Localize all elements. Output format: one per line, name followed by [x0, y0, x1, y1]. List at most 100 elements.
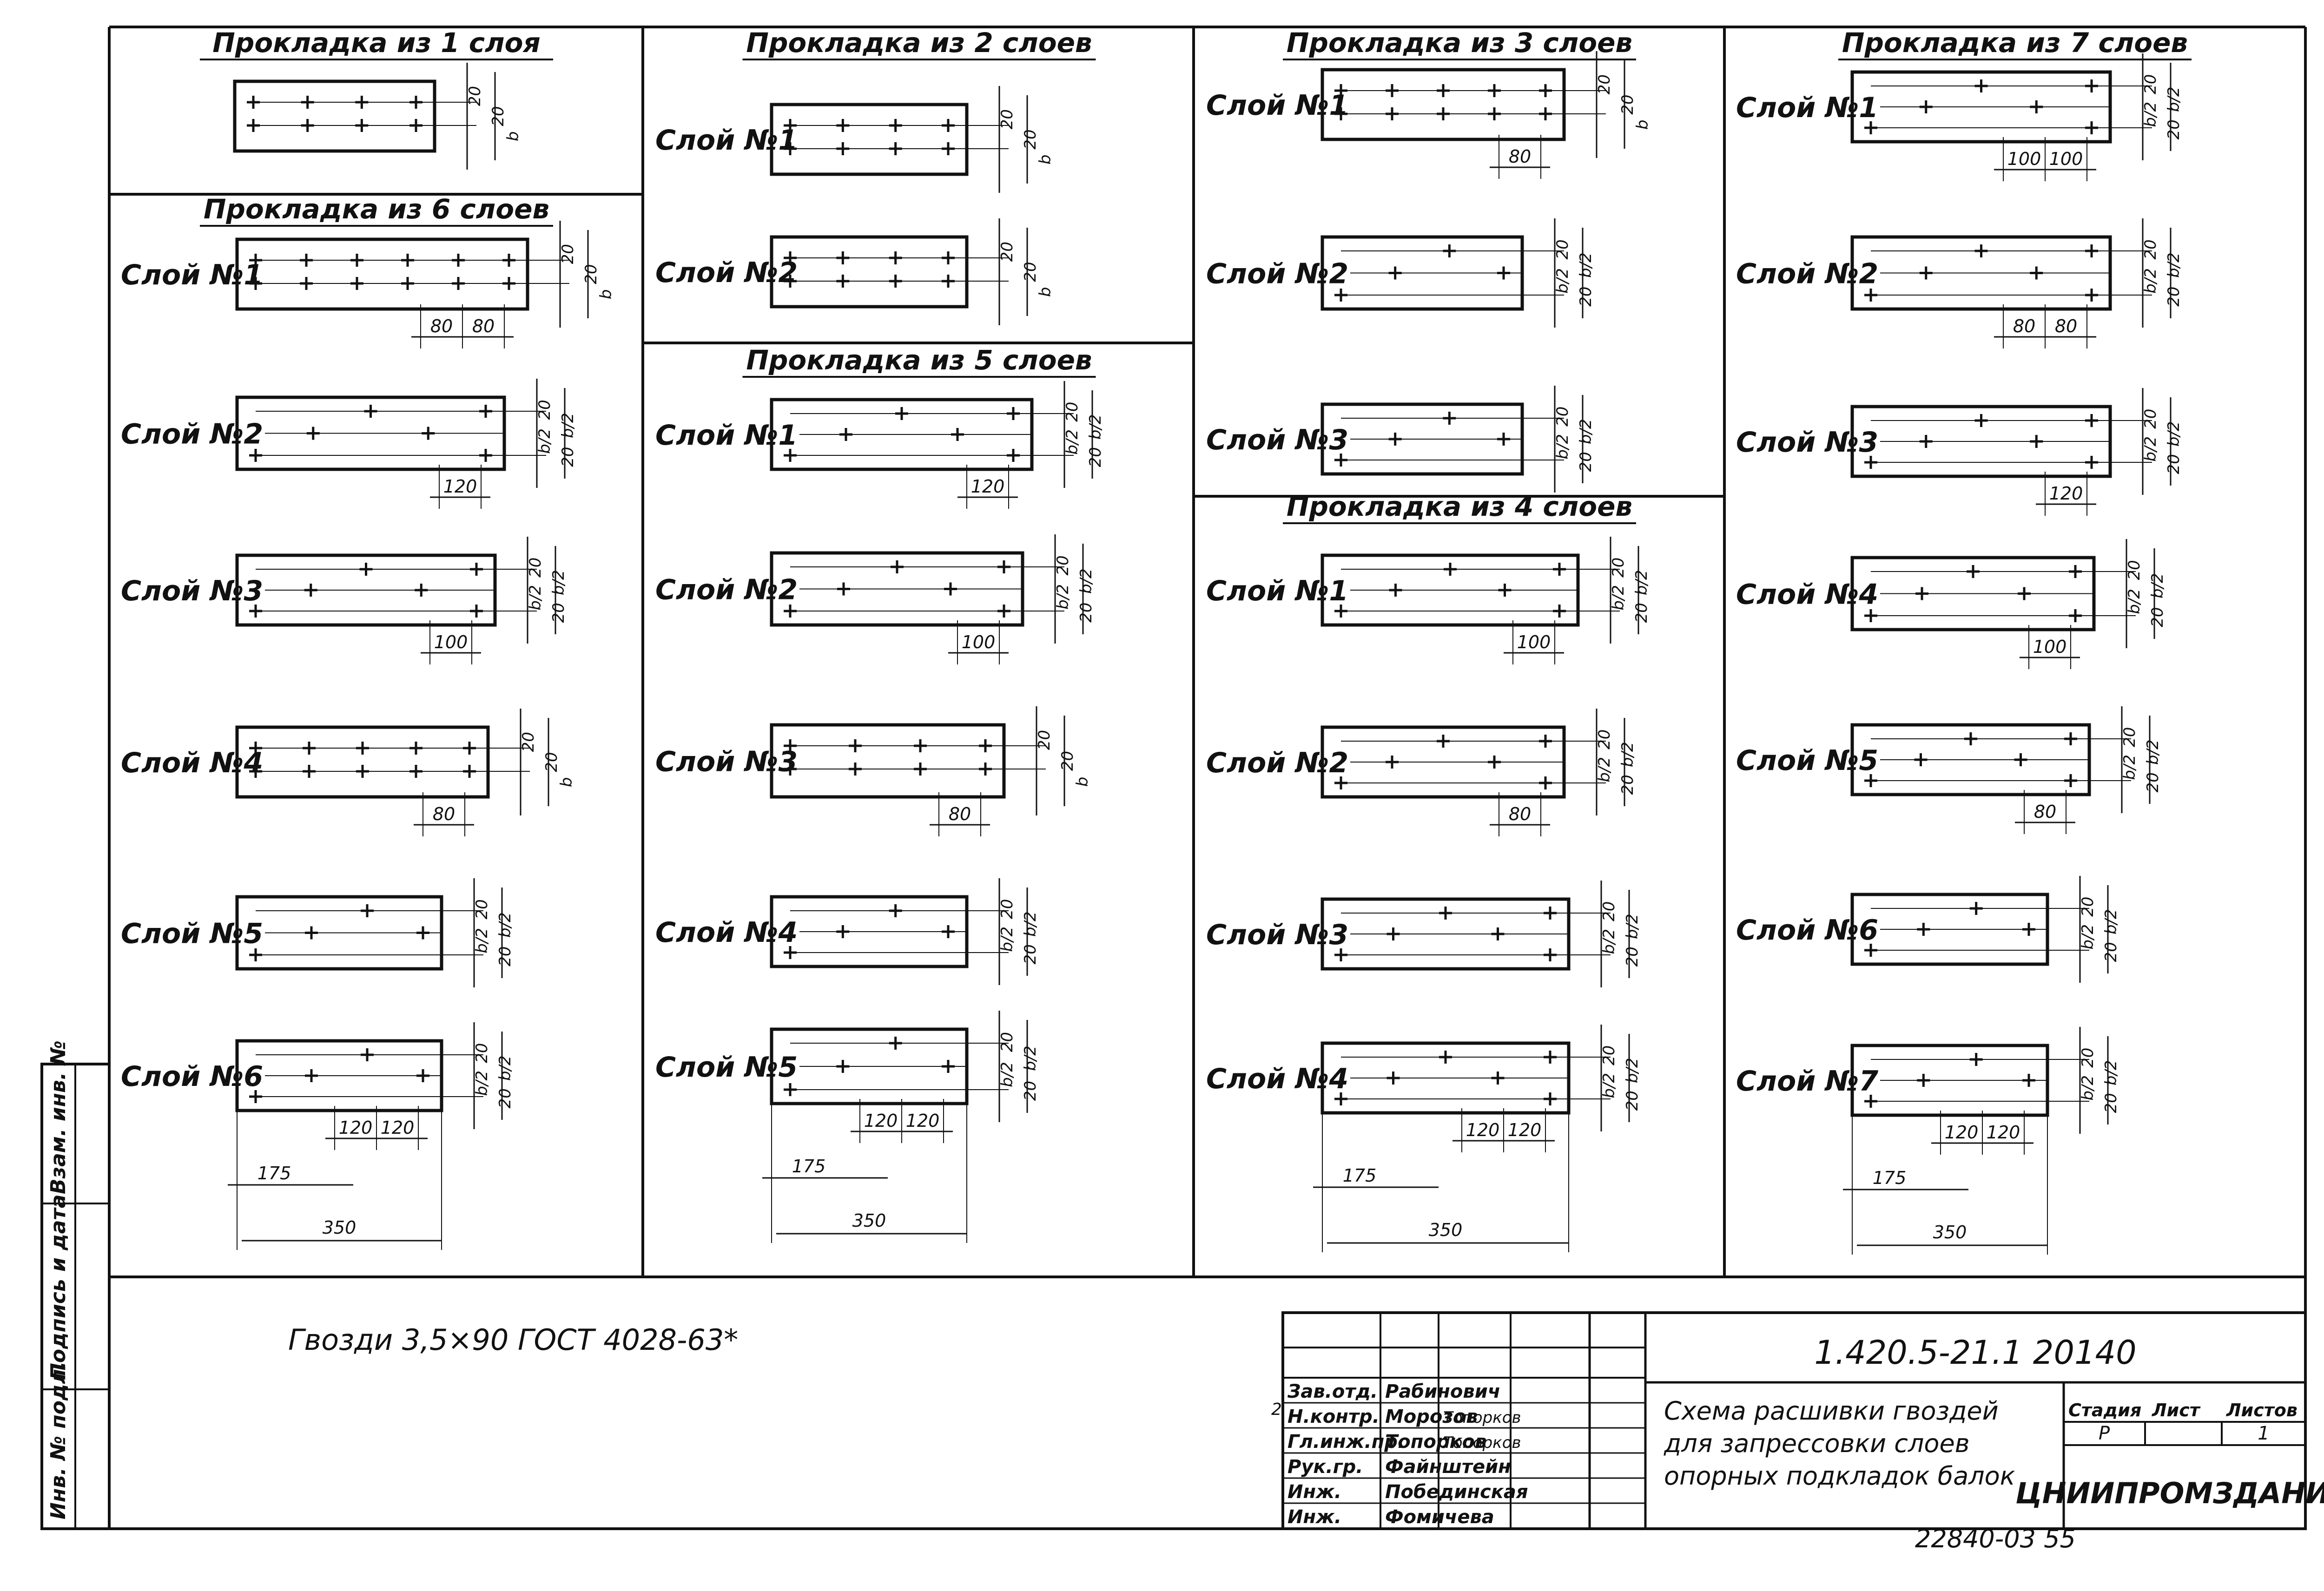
- dimension-value: b/2: [1021, 1045, 1040, 1071]
- nail-mark: [849, 763, 862, 776]
- nail-mark: [350, 254, 363, 267]
- nail-mark: [784, 119, 797, 132]
- nail-mark: [1969, 902, 1983, 915]
- drawing-frame: [108, 26, 2307, 1530]
- dimension-value: b: [557, 777, 576, 788]
- dimension-value: 20: [496, 946, 515, 966]
- dimension-value: b/2: [1609, 585, 1628, 611]
- nail-mark: [839, 428, 852, 441]
- nail-mark: [1864, 609, 1877, 622]
- nail-mark: [502, 254, 515, 267]
- nail-mark: [1488, 84, 1501, 97]
- dimension-value: 20: [1595, 730, 1614, 749]
- drawing-title-line: для запрессовки слоев: [1664, 1429, 1970, 1458]
- dimension-value: b/2: [1054, 584, 1072, 610]
- signer-name: Фомичева: [1385, 1506, 1494, 1528]
- dimension-value: b: [597, 289, 615, 300]
- dimension-value: b/2: [2102, 1060, 2120, 1085]
- nail-mark: [1967, 565, 1980, 578]
- nail-mark: [2022, 923, 2035, 936]
- dimension-value: 80: [472, 316, 495, 336]
- nail-mark: [2085, 289, 2098, 302]
- board-outline: [235, 237, 529, 311]
- dimension-value: b/2: [1600, 929, 1618, 954]
- dimension-value: 20: [1035, 730, 1054, 750]
- dimension-value: b/2: [2141, 268, 2160, 294]
- board-outline: [770, 235, 969, 309]
- layer-label: Слой №4: [121, 747, 263, 779]
- dimension-value: 120: [906, 1111, 940, 1131]
- nail-mark: [463, 765, 476, 778]
- nail-mark: [305, 926, 318, 940]
- dimension-value: b: [1036, 155, 1055, 165]
- dimension-value: b/2: [1553, 268, 1572, 294]
- nail-mark: [1386, 84, 1399, 97]
- dimension-value: 20: [2120, 727, 2139, 747]
- nail-mark: [1334, 948, 1347, 961]
- dimension-value: 175: [1343, 1165, 1377, 1186]
- layer-label: Слой №2: [655, 574, 798, 606]
- dimension-value: 20: [2102, 942, 2120, 962]
- nail-mark: [409, 742, 423, 755]
- layer-label: Слой №5: [121, 918, 263, 950]
- dimension-value: 20: [1021, 262, 1040, 282]
- nail-mark: [836, 925, 850, 938]
- dimension-value: 20: [998, 1032, 1017, 1052]
- nail-mark: [784, 251, 797, 264]
- nail-mark: [303, 765, 316, 778]
- dimension-value: 20: [2125, 560, 2144, 580]
- dimension-value: b/2: [1623, 914, 1642, 939]
- nail-mark: [249, 605, 262, 618]
- nail-mark: [2069, 565, 2082, 578]
- dimension-value: 120: [339, 1118, 373, 1138]
- dimension-value: 80: [1509, 804, 1531, 824]
- nail-mark: [249, 449, 262, 462]
- nail-mark: [355, 96, 369, 109]
- nail-mark: [301, 119, 314, 132]
- dimension-value: 20: [1086, 447, 1105, 467]
- section-title: Прокладка из 6 слоев: [204, 193, 549, 225]
- dimension-value: b/2: [2102, 909, 2120, 934]
- stage-value: Р: [2099, 1423, 2110, 1444]
- dimension-value: b/2: [1086, 414, 1105, 440]
- nail-mark: [914, 763, 927, 776]
- nail-mark: [416, 1069, 429, 1082]
- nail-mark: [891, 560, 904, 573]
- dimension-value: b/2: [1021, 911, 1040, 937]
- nail-mark: [350, 277, 363, 290]
- nail-mark: [942, 925, 955, 938]
- nail-mark: [2014, 753, 2027, 766]
- dimension-value: 120: [2049, 483, 2083, 504]
- dimension-value: 20: [559, 447, 577, 467]
- nail-mark: [1917, 923, 1930, 936]
- nail-mark: [979, 739, 992, 752]
- dimension-value: 80: [2055, 316, 2077, 336]
- nail-mark: [356, 742, 369, 755]
- dimension-value: 175: [1873, 1168, 1907, 1188]
- dimension-value: b/2: [2079, 924, 2097, 950]
- dimension-value: 20: [1553, 407, 1572, 427]
- board-outline: [235, 725, 490, 799]
- dimension-value: b/2: [1618, 742, 1637, 767]
- nail-mark: [889, 904, 902, 917]
- dimension-value: b/2: [998, 927, 1017, 952]
- dimension-value: 350: [323, 1217, 357, 1238]
- dimension-value: 20: [559, 244, 577, 264]
- dimension-value: b/2: [2125, 589, 2144, 614]
- dimension-value: 100: [2007, 149, 2041, 169]
- nail-mark: [1969, 1053, 1983, 1066]
- nail-mark: [1437, 735, 1450, 748]
- layer-label: Слой №1: [121, 259, 263, 291]
- nail-mark: [2085, 244, 2098, 257]
- layer-label: Слой №1: [655, 124, 798, 157]
- nail-mark: [415, 584, 428, 597]
- dimension-value: b/2: [2165, 252, 2183, 278]
